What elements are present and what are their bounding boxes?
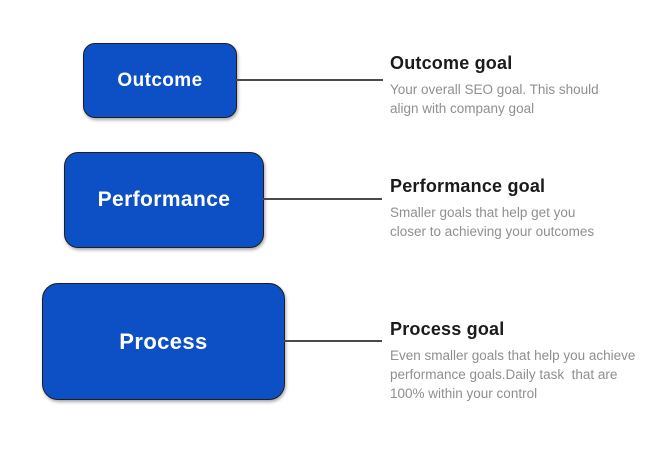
- performance-goal-description: Smaller goals that help get you closer t…: [390, 205, 595, 239]
- performance-goal-heading: Performance goal: [390, 176, 546, 196]
- process-box-label: Process: [119, 328, 208, 354]
- performance-connector-line: [263, 198, 382, 200]
- outcome-goal-heading: Outcome goal: [390, 53, 513, 73]
- process-box: Process: [42, 283, 285, 400]
- process-text-group: Process goal Even smaller goals that hel…: [390, 319, 657, 403]
- outcome-goal-description: Your overall SEO goal. This should align…: [390, 82, 599, 116]
- performance-text-group: Performance goal Smaller goals that help…: [390, 176, 657, 241]
- process-goal-description: Even smaller goals that help you achieve…: [390, 348, 636, 401]
- outcome-connector-line: [236, 79, 383, 81]
- outcome-box-label: Outcome: [117, 69, 203, 91]
- performance-box: Performance: [64, 152, 264, 248]
- performance-box-label: Performance: [97, 188, 231, 211]
- outcome-text-group: Outcome goal Your overall SEO goal. This…: [390, 53, 657, 118]
- outcome-box: Outcome: [83, 43, 237, 118]
- process-goal-heading: Process goal: [390, 319, 505, 339]
- process-connector-line: [284, 340, 382, 342]
